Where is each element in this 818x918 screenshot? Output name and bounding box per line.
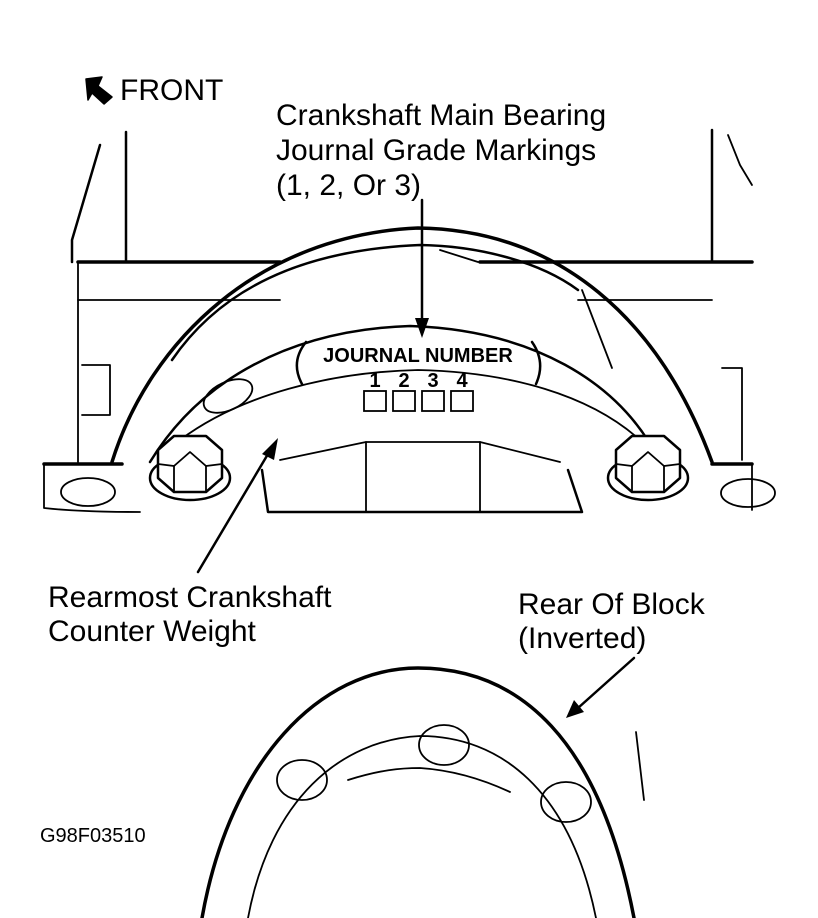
rear-of-block	[200, 666, 645, 918]
front-label: FRONT	[120, 74, 223, 107]
leader-grade-markings	[415, 198, 429, 338]
grade-markings-line3: (1, 2, Or 3)	[276, 169, 421, 202]
counter-weight	[110, 226, 714, 514]
grade-box-4	[450, 390, 474, 412]
journal-number-4: 4	[456, 370, 468, 392]
leader-rear-block	[566, 656, 636, 718]
engine-block	[42, 128, 776, 513]
journal-number-label: JOURNAL NUMBER	[323, 345, 513, 367]
bolt-right	[606, 434, 690, 502]
grade-box-1	[363, 390, 387, 412]
leader-counter-weight	[196, 438, 278, 574]
figure-id: G98F03510	[40, 825, 146, 847]
journal-number-1: 1	[369, 370, 380, 392]
bolt-left	[148, 434, 232, 502]
counter-weight-line2: Counter Weight	[48, 615, 257, 648]
counter-weight-line1: Rearmost Crankshaft	[48, 581, 332, 614]
grade-box-2	[392, 390, 416, 412]
journal-number-3: 3	[427, 370, 438, 392]
arrow-up-left-icon	[85, 76, 113, 105]
grade-box-3	[421, 390, 445, 412]
grade-markings-line1: Crankshaft Main Bearing	[276, 99, 606, 132]
journal-number-2: 2	[398, 370, 409, 392]
rear-block-line2: (Inverted)	[518, 622, 646, 655]
grade-markings-line2: Journal Grade Markings	[276, 134, 596, 167]
rear-block-line1: Rear Of Block	[518, 588, 706, 621]
